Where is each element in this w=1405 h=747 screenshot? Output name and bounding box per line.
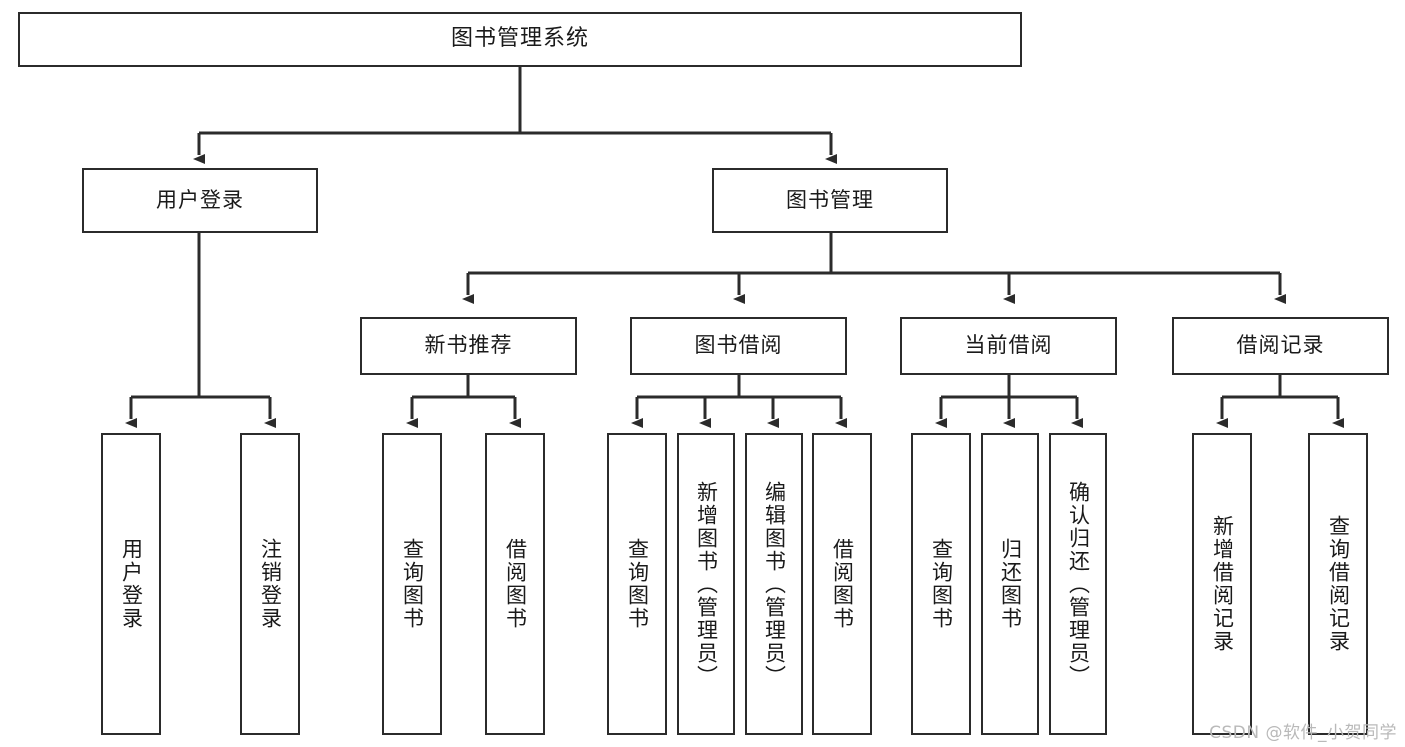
leaf-return-book-label: 归还图书 <box>998 538 1023 630</box>
node-new-book-recommend-label: 新书推荐 <box>424 333 513 358</box>
leaf-query-book-current[interactable]: 查询图书 <box>911 433 971 735</box>
node-root-label: 图书管理系统 <box>450 26 589 52</box>
leaf-edit-book-admin[interactable]: 编辑图书（管理员） <box>745 433 803 735</box>
leaf-borrow-book[interactable]: 借阅图书 <box>812 433 872 735</box>
node-book-management[interactable]: 图书管理 <box>712 168 948 233</box>
leaf-user-login-label: 用户登录 <box>119 538 144 630</box>
node-root[interactable]: 图书管理系统 <box>18 12 1022 67</box>
leaf-confirm-return-admin[interactable]: 确认归还（管理员） <box>1049 433 1107 735</box>
leaf-confirm-return-admin-label: 确认归还（管理员） <box>1066 480 1091 688</box>
leaf-add-book-admin[interactable]: 新增图书（管理员） <box>677 433 735 735</box>
node-borrow-records[interactable]: 借阅记录 <box>1172 317 1389 375</box>
node-user-login-label: 用户登录 <box>156 187 244 212</box>
watermark-text: CSDN @软件_小贺同学 <box>1209 723 1397 743</box>
leaf-query-book-recommend-label: 查询图书 <box>400 538 425 630</box>
leaf-query-borrow-record[interactable]: 查询借阅记录 <box>1308 433 1368 735</box>
leaf-return-book[interactable]: 归还图书 <box>981 433 1039 735</box>
leaf-add-borrow-record[interactable]: 新增借阅记录 <box>1192 433 1252 735</box>
leaf-borrow-book-recommend-label: 借阅图书 <box>503 538 528 630</box>
leaf-logout-label: 注销登录 <box>258 538 283 630</box>
node-current-borrow-label: 当前借阅 <box>964 333 1053 358</box>
leaf-query-borrow-record-label: 查询借阅记录 <box>1326 515 1351 653</box>
node-book-borrow[interactable]: 图书借阅 <box>630 317 847 375</box>
leaf-add-book-admin-label: 新增图书（管理员） <box>694 480 719 688</box>
node-current-borrow[interactable]: 当前借阅 <box>900 317 1117 375</box>
leaf-add-borrow-record-label: 新增借阅记录 <box>1210 515 1235 653</box>
node-book-management-label: 图书管理 <box>786 187 874 212</box>
node-user-login[interactable]: 用户登录 <box>82 168 318 233</box>
node-book-borrow-label: 图书借阅 <box>694 333 783 358</box>
leaf-query-book[interactable]: 查询图书 <box>607 433 667 735</box>
node-new-book-recommend[interactable]: 新书推荐 <box>360 317 577 375</box>
leaf-query-book-label: 查询图书 <box>625 538 650 630</box>
leaf-user-login[interactable]: 用户登录 <box>101 433 161 735</box>
leaf-edit-book-admin-label: 编辑图书（管理员） <box>762 480 787 688</box>
leaf-query-book-recommend[interactable]: 查询图书 <box>382 433 442 735</box>
leaf-query-book-current-label: 查询图书 <box>929 538 954 630</box>
leaf-borrow-book-label: 借阅图书 <box>830 538 855 630</box>
leaf-logout[interactable]: 注销登录 <box>240 433 300 735</box>
node-borrow-records-label: 借阅记录 <box>1236 333 1325 358</box>
leaf-borrow-book-recommend[interactable]: 借阅图书 <box>485 433 545 735</box>
